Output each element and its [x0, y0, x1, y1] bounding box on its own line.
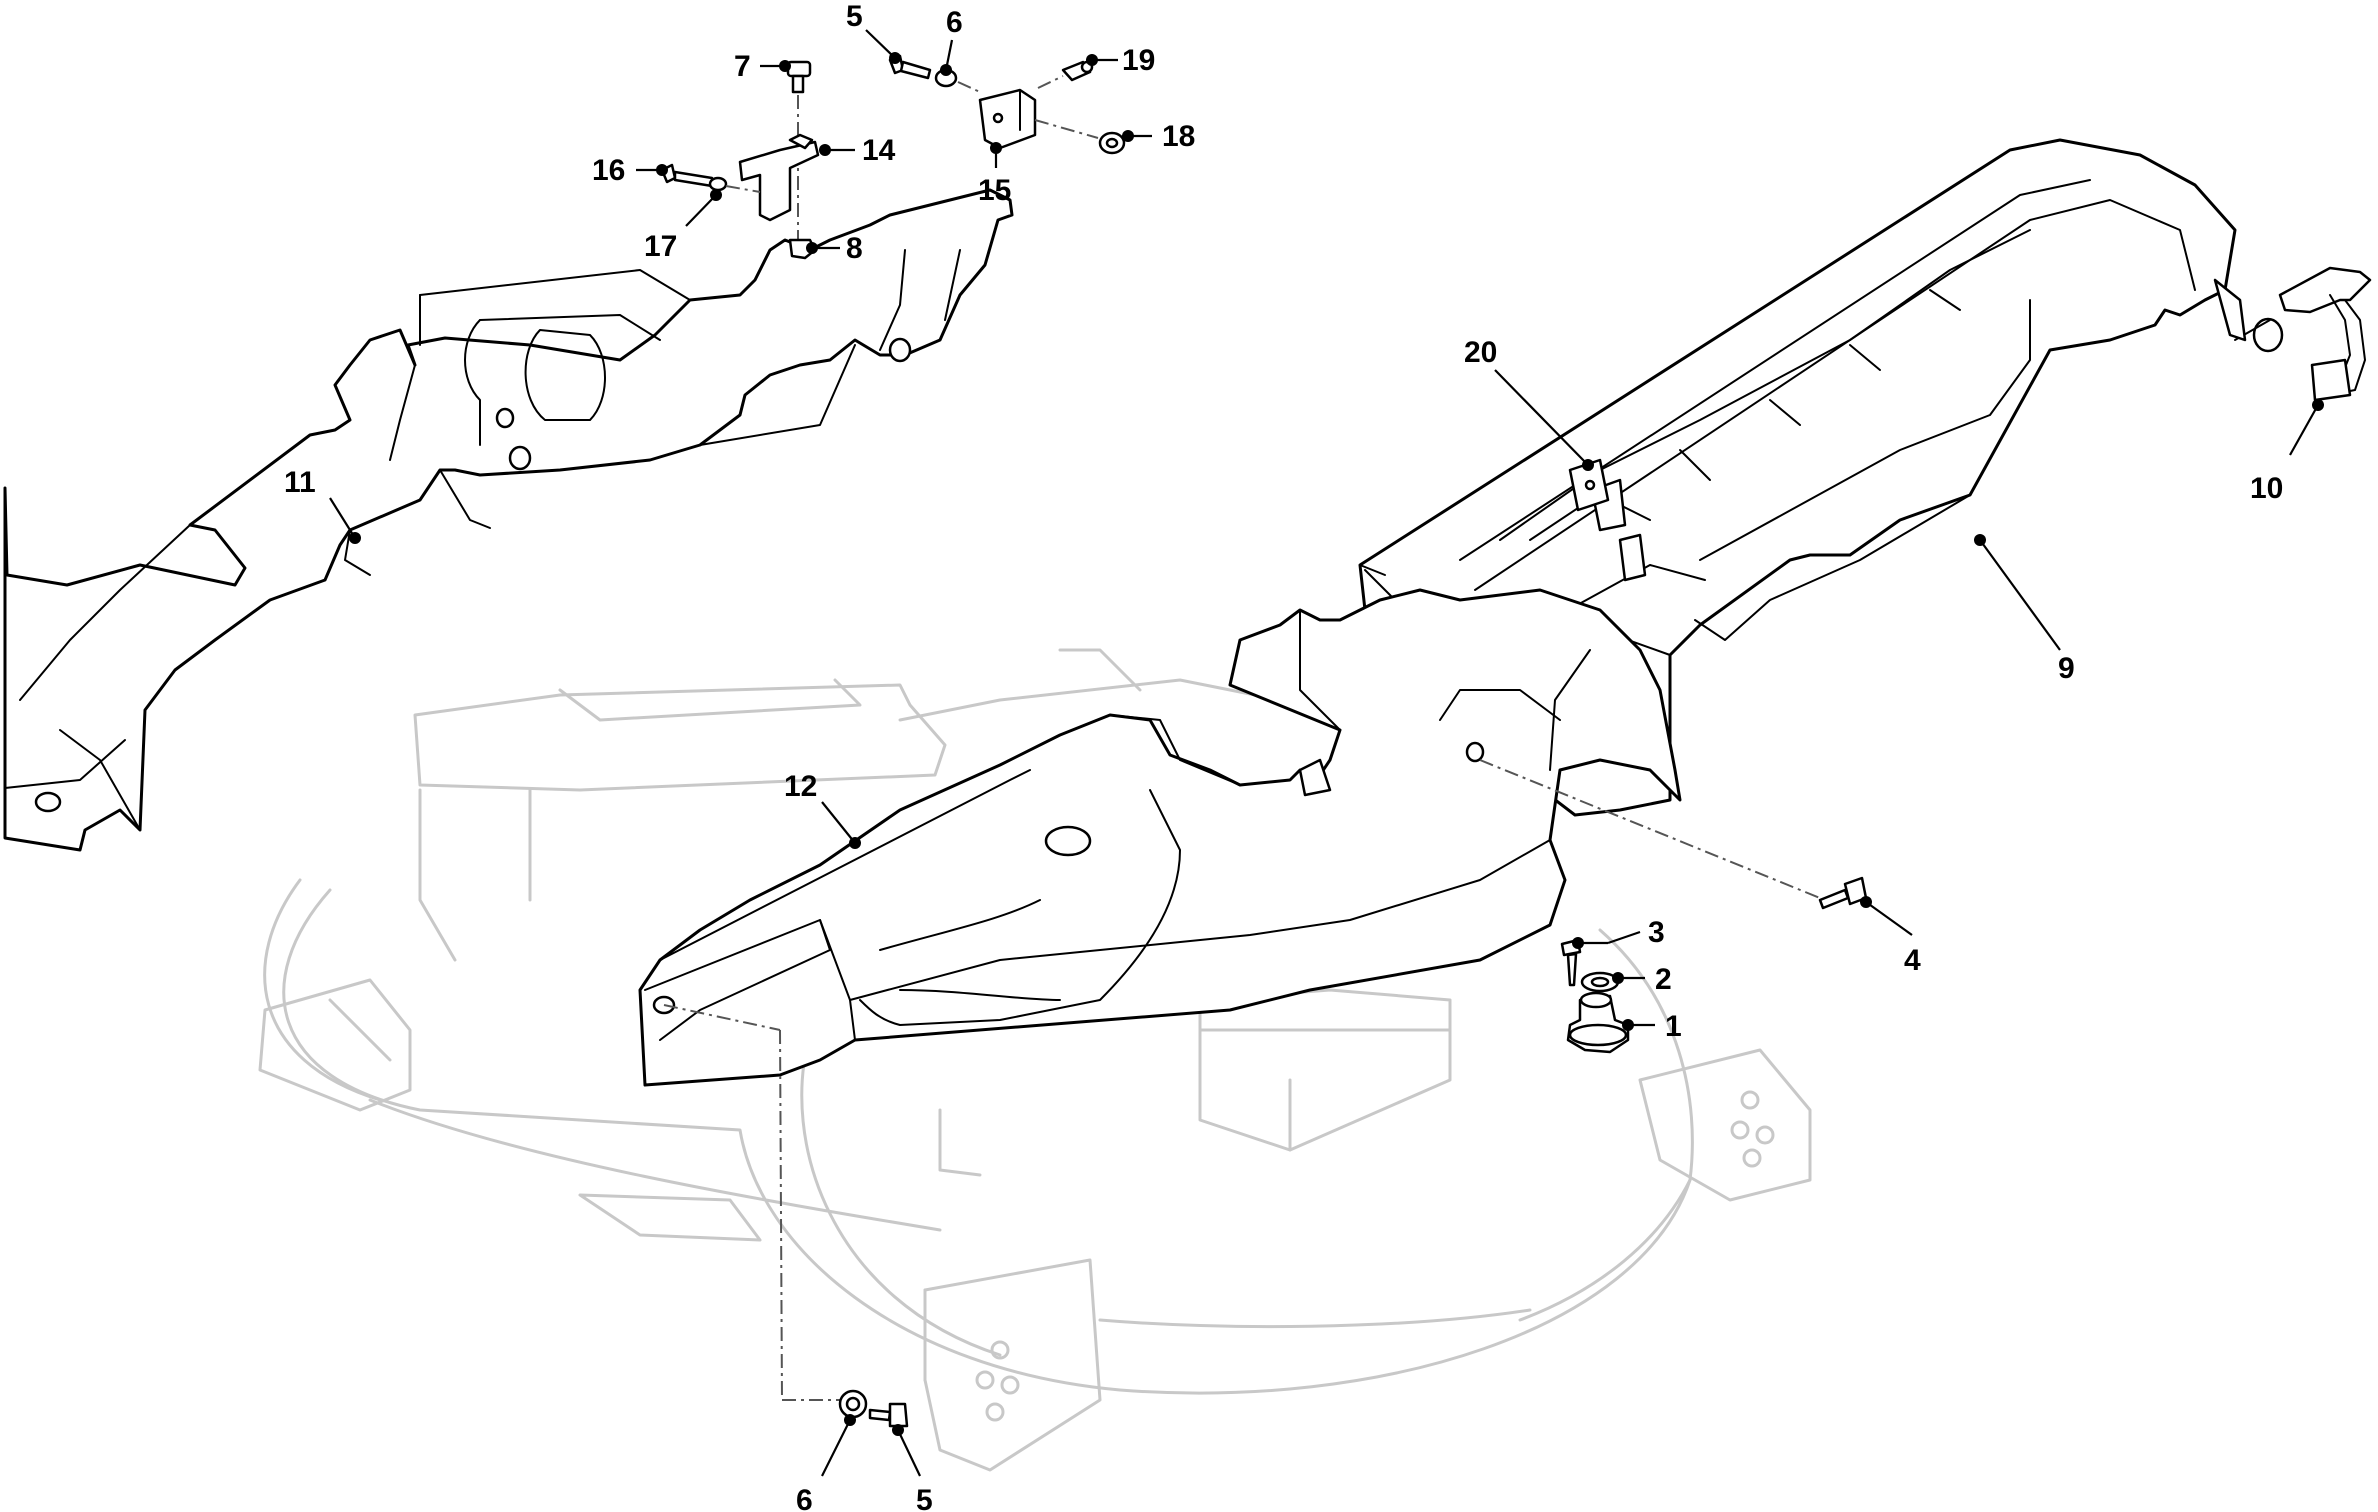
callout-18: 18 — [1162, 120, 1195, 153]
callout-2: 2 — [1655, 963, 1672, 996]
callout-8: 8 — [846, 232, 863, 265]
callout-5-bottom: 5 — [916, 1484, 933, 1512]
callout-19: 19 — [1122, 44, 1155, 77]
callout-7: 7 — [734, 50, 751, 83]
callout-16: 16 — [592, 154, 625, 187]
callout-15: 15 — [978, 174, 1011, 207]
callout-10: 10 — [2250, 472, 2283, 505]
callout-4: 4 — [1904, 944, 1921, 977]
callout-11: 11 — [284, 466, 316, 499]
hardware-right — [1479, 759, 1868, 1054]
part-11-left-guard — [3, 188, 1014, 852]
callout-labels: 1 2 3 4 5 5 6 6 7 8 9 10 11 12 14 15 16 … — [284, 0, 2283, 1512]
callout-3: 3 — [1648, 916, 1665, 949]
callout-14: 14 — [862, 134, 896, 167]
callout-17: 17 — [644, 230, 677, 263]
callout-12: 12 — [784, 770, 817, 803]
callout-6-top: 6 — [946, 6, 963, 39]
part-12-front-chute — [638, 588, 1682, 1087]
hardware-top — [660, 54, 1126, 260]
mower-deck-ghost — [258, 648, 1812, 1472]
callout-5-top: 5 — [846, 0, 863, 33]
callout-9: 9 — [2058, 652, 2075, 685]
callout-1: 1 — [1665, 1010, 1682, 1043]
callout-6-bottom: 6 — [796, 1484, 813, 1512]
callout-20: 20 — [1464, 336, 1497, 369]
part-10-clip — [2278, 266, 2372, 402]
callout-leaders — [329, 29, 2324, 1477]
